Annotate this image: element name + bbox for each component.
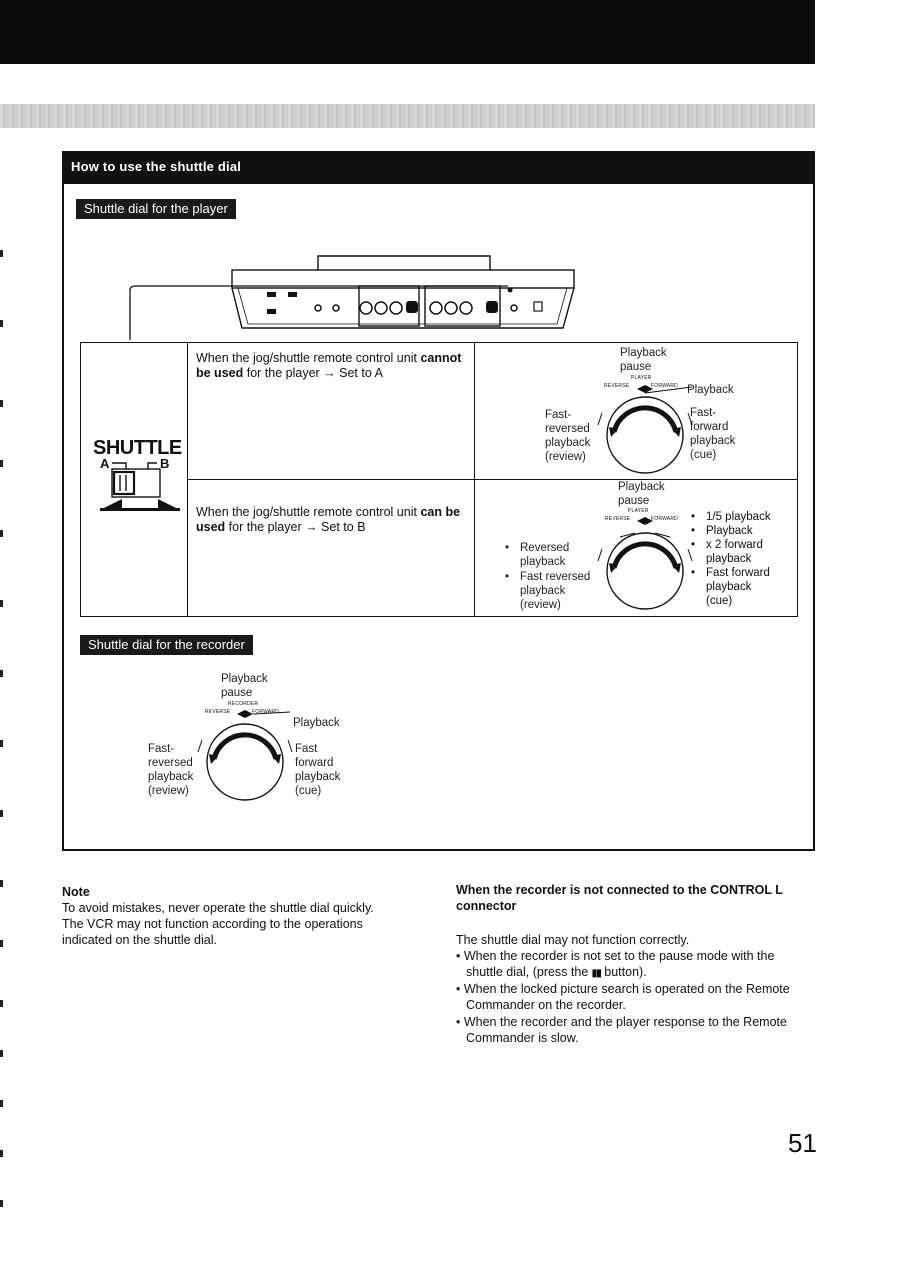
dial-b-bullet-r3: • bbox=[691, 539, 696, 551]
dial-b-right-2: Playback bbox=[706, 525, 753, 537]
dial-rec-top-label-2: pause bbox=[221, 687, 253, 699]
dial-b-right-1: 1/5 playback bbox=[706, 511, 771, 523]
dial-a-top-label-1: Playback bbox=[620, 347, 667, 359]
shuttle-settings-table bbox=[80, 342, 798, 617]
recorder-note-item-3a: • When the recorder and the player respo… bbox=[456, 1015, 787, 1029]
dial-b-right-6: playback bbox=[706, 581, 752, 593]
condition-b-text: When the jog/shuttle remote control unit… bbox=[196, 505, 461, 534]
recorder-note-item-3b: Commander is slow. bbox=[466, 1031, 579, 1045]
recorder-note-heading-1: When the recorder is not connected to th… bbox=[456, 883, 783, 897]
dial-b-left-1: Reversed bbox=[520, 542, 570, 554]
dial-rec-left-4: (review) bbox=[148, 785, 189, 797]
dial-b-bullet-r4: • bbox=[691, 567, 696, 579]
recorder-note-item-2b: Commander on the recorder. bbox=[466, 998, 626, 1012]
binding-marks bbox=[0, 150, 3, 1270]
shuttle-switch-illustration bbox=[100, 462, 180, 511]
dial-a-right-3: playback bbox=[690, 435, 736, 447]
dial-a-right-2: forward bbox=[690, 421, 729, 433]
dial-rec-playback-label: Playback bbox=[293, 717, 340, 729]
dial-rec-top-label-1: Playback bbox=[221, 673, 268, 685]
dial-rec-left-2: reversed bbox=[148, 757, 193, 769]
dial-b-left-4: playback bbox=[520, 585, 566, 597]
dial-rec-reverse-label: REVERSE bbox=[205, 709, 231, 715]
dial-rec-right-2: forward bbox=[295, 757, 334, 769]
dial-a-left-2: reversed bbox=[545, 423, 590, 435]
dial-a-left-1: Fast- bbox=[545, 409, 572, 421]
panel-title: How to use the shuttle dial bbox=[71, 159, 242, 174]
dial-rec-right-4: (cue) bbox=[295, 785, 322, 797]
dial-rec-icon bbox=[197, 710, 293, 801]
dial-rec-left-1: Fast- bbox=[148, 743, 175, 755]
dial-b-bullet-l1: • bbox=[505, 542, 510, 554]
dial-b-reverse-label: REVERSE bbox=[605, 516, 631, 522]
condition-a-text: When the jog/shuttle remote control unit… bbox=[196, 351, 462, 380]
dial-b-right-4: playback bbox=[706, 553, 752, 565]
switch-position-b: B bbox=[160, 456, 170, 471]
dial-b-right-5: Fast forward bbox=[706, 567, 770, 579]
dial-a-left-4: (review) bbox=[545, 451, 586, 463]
page-number: 51 bbox=[788, 1128, 817, 1158]
dial-b-right-7: (cue) bbox=[706, 595, 733, 607]
note-line-1: To avoid mistakes, never operate the shu… bbox=[62, 901, 374, 915]
dial-a-unit-label: PLAYER bbox=[631, 375, 652, 381]
dial-a-right-4: (cue) bbox=[690, 449, 717, 461]
recorder-note-item-1a: • When the recorder is not set to the pa… bbox=[456, 949, 775, 963]
dial-rec-right-3: playback bbox=[295, 771, 341, 783]
note-heading: Note bbox=[62, 885, 90, 899]
pause-icon: ▮▮ bbox=[591, 968, 602, 979]
dial-b-bullet-r2: • bbox=[691, 525, 696, 537]
dial-b-right-3: x 2 forward bbox=[706, 539, 763, 551]
condition-a-cell bbox=[187, 342, 475, 480]
condition-b-cell bbox=[187, 479, 475, 617]
dial-rec-unit-label: RECORDER bbox=[228, 701, 259, 707]
dial-a-forward-label: FORWARD bbox=[651, 383, 678, 389]
dial-b-icon bbox=[597, 517, 693, 610]
dial-b-left-3: Fast reversed bbox=[520, 571, 591, 583]
note-line-3: indicated on the shuttle dial. bbox=[62, 933, 217, 947]
recorder-section-label: Shuttle dial for the recorder bbox=[80, 635, 253, 655]
dial-rec-left-3: playback bbox=[148, 771, 194, 783]
dial-a-top-label-2: pause bbox=[620, 361, 652, 373]
tone-band bbox=[0, 104, 815, 128]
dial-rec-right-1: Fast bbox=[295, 743, 318, 755]
dial-b-top-label-1: Playback bbox=[618, 481, 665, 493]
dial-b-left-5: (review) bbox=[520, 599, 561, 611]
panel-header bbox=[62, 151, 815, 184]
recorder-note-item-1b: shuttle dial, (press the ▮▮ button). bbox=[466, 965, 647, 979]
dial-rec-forward-label: FORWARD bbox=[252, 709, 279, 715]
dial-b-left-2: playback bbox=[520, 556, 566, 568]
dial-b-bullet-l2: • bbox=[505, 571, 510, 583]
recorder-note-heading-2: connector bbox=[456, 899, 517, 913]
dial-a-reverse-label: REVERSE bbox=[604, 383, 630, 389]
dial-a-playback-label: Playback bbox=[687, 384, 734, 396]
note-line-2: The VCR may not function according to th… bbox=[62, 917, 363, 931]
dial-a-right-1: Fast- bbox=[690, 407, 717, 419]
switch-position-a: A bbox=[100, 456, 110, 471]
player-rear-panel-illustration bbox=[129, 255, 575, 340]
recorder-note-item-2a: • When the locked picture search is oper… bbox=[456, 982, 790, 996]
dial-b-unit-label: PLAYER bbox=[628, 508, 649, 514]
player-section-label: Shuttle dial for the player bbox=[76, 199, 236, 219]
dial-b-bullet-r1: • bbox=[691, 511, 696, 523]
dial-b-forward-label: FORWARD bbox=[651, 516, 678, 522]
dial-a-icon bbox=[597, 385, 693, 474]
dial-b-cell bbox=[474, 479, 798, 617]
dial-a-left-3: playback bbox=[545, 437, 591, 449]
header-band bbox=[0, 0, 815, 64]
dial-b-top-label-2: pause bbox=[618, 495, 650, 507]
recorder-note-intro: The shuttle dial may not function correc… bbox=[456, 933, 690, 947]
shuttle-switch-label: SHUTTLE bbox=[93, 437, 182, 459]
